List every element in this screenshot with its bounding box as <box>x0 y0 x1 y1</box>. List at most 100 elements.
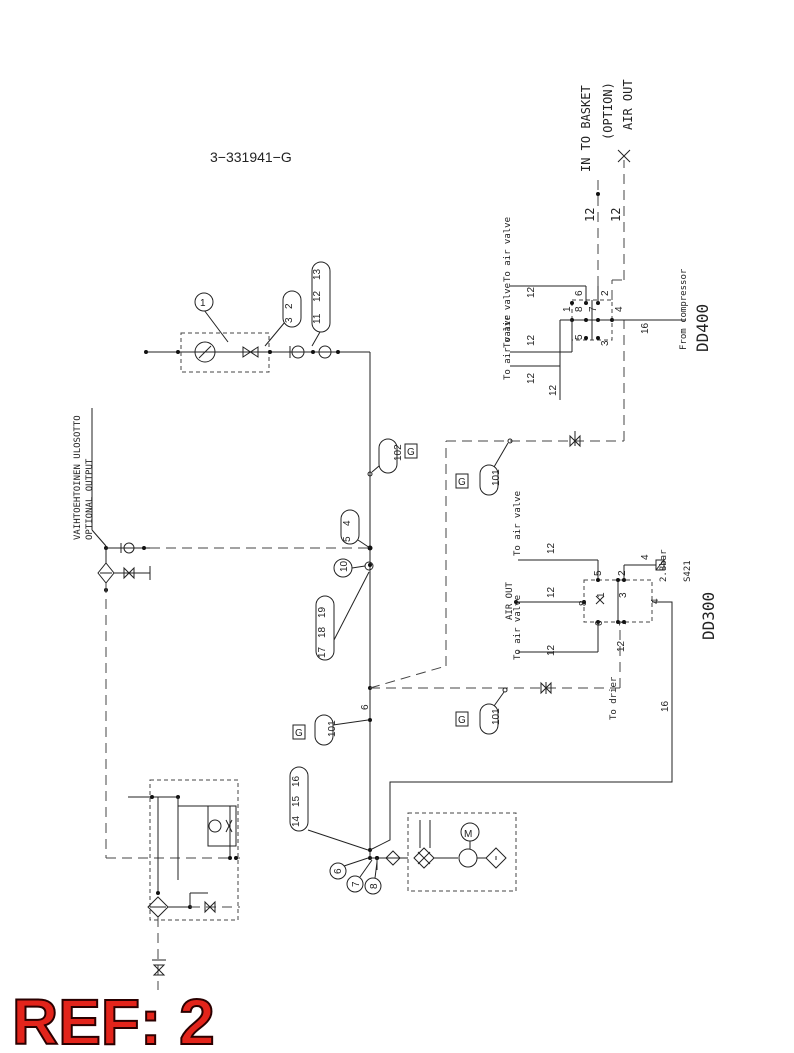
dd300-port-3: 3 <box>618 592 629 598</box>
air-out-label: AIR OUT <box>621 79 635 130</box>
callout-15: 15 <box>291 795 302 807</box>
callout-101-lower: 101 <box>491 708 502 725</box>
in-to-basket-label: IN TO BASKET <box>579 85 593 172</box>
dd400-port-2: 2 <box>600 290 611 296</box>
pipe-6-label: 6 <box>360 704 371 710</box>
pipe-12-f: 12 <box>526 334 537 346</box>
callout-101-upper: 101 <box>491 469 502 486</box>
pipe-16-dd400: 16 <box>640 322 651 334</box>
pipe-16-label: 16 <box>660 700 671 712</box>
dd400-valve: To air valve To air valve To air valve 1… <box>503 149 712 400</box>
dd400-port-5: 5 <box>574 334 585 340</box>
compressor-unit: M <box>370 812 517 892</box>
option-label: (OPTION) <box>601 82 615 140</box>
callout-4: 4 <box>342 520 353 526</box>
callout-12: 12 <box>312 290 323 302</box>
callout-1: 1 <box>200 298 206 309</box>
ground-label-lower: G <box>458 715 466 726</box>
motor-icon: M <box>458 822 480 868</box>
optional-output-en: OPTIONAL OUTPUT <box>85 458 95 540</box>
callout-14: 14 <box>291 815 302 827</box>
dd400-to-air-valve-3: To air valve <box>503 315 513 380</box>
dd400-port-7: 7 <box>588 306 599 312</box>
valve-code-label: S421 <box>683 560 693 582</box>
pipe-12-b: 12 <box>546 586 557 598</box>
callout-10-group: 10 <box>333 558 374 578</box>
from-compressor-label: From compressor <box>679 268 689 350</box>
main-trunk <box>144 350 379 860</box>
callout-8: 8 <box>369 883 380 889</box>
pressure-label: 2.8bar <box>659 549 669 582</box>
callout-6-8: 6 7 8 <box>329 857 382 895</box>
dd300-port-7: 7 <box>618 620 629 626</box>
optional-output: VAIHTOEHTOINEN ULOSOTTO OPTIONAL OUTPUT <box>73 408 370 859</box>
callout-4-5: 4 5 <box>340 509 371 549</box>
callout-16: 16 <box>291 775 302 787</box>
callout-102: 102 <box>393 444 404 461</box>
dd300-valve: To air valve To air valve AIR OUT 12 12 … <box>505 491 718 720</box>
callout-13: 13 <box>312 268 323 280</box>
regulator-icon <box>208 819 233 833</box>
filter-icon <box>97 562 115 584</box>
callout-3: 3 <box>284 317 295 323</box>
dashed-branches <box>369 320 625 695</box>
dd300-port-2: 2 <box>617 570 628 576</box>
pipe-12-d: 12 <box>616 640 627 652</box>
ground-101-lower: 101 G <box>455 691 505 735</box>
dd400-port-6: 6 <box>574 290 585 296</box>
svg-text:M: M <box>464 829 472 840</box>
dd300-port-1: 1 <box>596 592 607 598</box>
pipe-12-i: 12 <box>583 208 597 222</box>
callout-17-19: 19 18 17 <box>315 571 370 661</box>
callout-10: 10 <box>339 560 350 572</box>
callout-5: 5 <box>342 536 353 542</box>
callout-11: 11 <box>312 313 323 324</box>
callout-19: 19 <box>317 606 328 618</box>
pipe-12-j: 12 <box>609 208 623 222</box>
dd300-port-4: 4 <box>650 598 661 604</box>
callout-2: 2 <box>284 303 295 309</box>
basket-outputs: IN TO BASKET (OPTION) AIR OUT 12 12 <box>579 79 635 222</box>
pipe-12-h: 12 <box>548 384 559 396</box>
callout-101-left: 101 <box>327 720 338 737</box>
check-valve-icon <box>289 345 332 359</box>
pipe-12-a: 12 <box>546 542 557 554</box>
dd400-to-air-valve-2: To air valve <box>503 283 513 348</box>
to-drier-label: To drier <box>609 676 619 720</box>
dd400-port-8: 8 <box>574 306 585 312</box>
dd300-to-air-valve-bottom: To air valve <box>513 595 523 660</box>
callout-7: 7 <box>351 881 362 887</box>
ground-label-upper: G <box>458 477 466 488</box>
pipe-12-e: 12 <box>526 286 537 298</box>
ground-label-left: G <box>295 728 303 739</box>
valve-icon <box>242 346 259 358</box>
dd400-port-1: 1 <box>562 306 573 312</box>
pipe-12-c: 12 <box>546 644 557 656</box>
line-16: 16 <box>369 601 673 851</box>
pipe-12-g: 12 <box>526 372 537 384</box>
ref-stamp: REF: 2 <box>12 986 215 1053</box>
dd300-port-8: 8 <box>578 600 589 606</box>
ground-label: G <box>407 447 415 458</box>
dd300-to-air-valve-top: To air valve <box>513 491 523 556</box>
regulator-assembly <box>128 779 240 990</box>
pipe-4-dd300: 4 <box>640 554 651 560</box>
dd400-port-4: 4 <box>614 306 625 312</box>
gauge-icon <box>194 341 216 363</box>
callout-17: 17 <box>317 646 328 658</box>
dd300-port-5: 5 <box>593 570 604 576</box>
callouts-top: 1 2 3 13 12 11 <box>194 261 331 347</box>
optional-output-fi: VAIHTOEHTOINEN ULOSOTTO <box>73 415 83 540</box>
drawing-number: 3−331941−G <box>210 149 292 165</box>
solenoid-icon <box>655 559 665 571</box>
check-valve-icon <box>385 850 401 866</box>
dd400-port-3: 3 <box>600 340 611 346</box>
callout-18: 18 <box>317 626 328 638</box>
dd300-air-out: AIR OUT <box>505 581 515 620</box>
callout-6: 6 <box>333 868 344 874</box>
dd400-to-air-valve-1: To air valve <box>503 217 513 282</box>
dd300-port-6: 6 <box>594 620 605 626</box>
gauge-assembly <box>180 332 332 373</box>
